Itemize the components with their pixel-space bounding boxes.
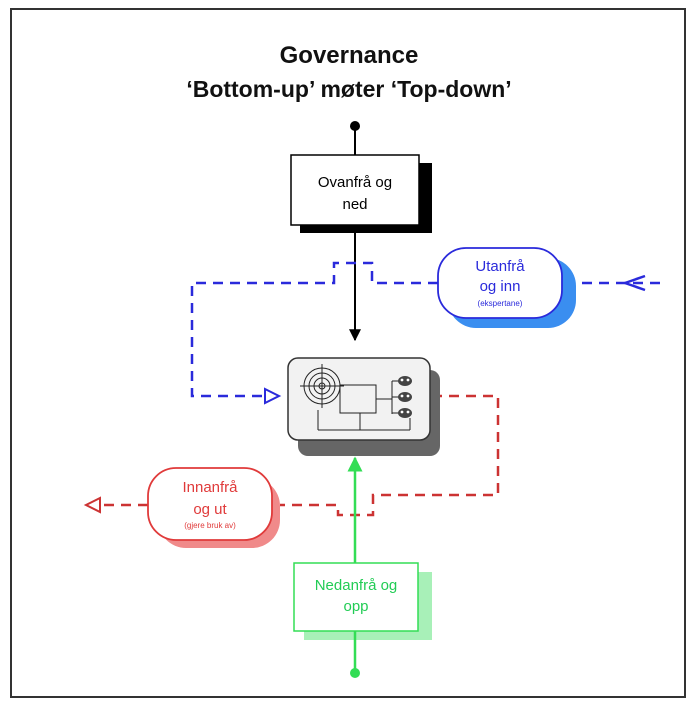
outside-in-label-line2: og inn	[480, 278, 521, 295]
inside-out-label-line2: og ut	[193, 501, 227, 518]
bottom-up-connector	[347, 456, 363, 678]
outside-in-path	[190, 261, 660, 398]
outside-in-entry-arrow	[624, 274, 646, 292]
top-down-node: Ovanfrå og ned	[290, 154, 432, 233]
inside-out-path	[100, 394, 500, 517]
outside-in-note: (ekspertane)	[478, 299, 523, 308]
bottom-up-start-dot	[350, 668, 360, 678]
inside-out-label-line1: Innanfrå	[182, 479, 238, 496]
inside-out-node: Innanfrå og ut (gjere bruk av)	[147, 467, 280, 548]
outside-in-label-line1: Utanfrå	[475, 258, 525, 275]
outside-in-arrows	[264, 274, 646, 405]
diagram-subtitle: ‘Bottom-up’ møter ‘Top-down’	[186, 76, 512, 102]
bottom-up-label-line2: opp	[343, 598, 368, 615]
top-down-connector	[349, 121, 361, 342]
top-down-label-line2: ned	[342, 196, 367, 213]
bottom-up-label-line1: Nedanfrå og	[315, 577, 398, 594]
central-device	[287, 357, 440, 456]
target-icon	[300, 364, 344, 408]
bottom-up-node: Nedanfrå og opp	[293, 562, 432, 640]
people-icons	[398, 376, 412, 418]
top-down-label-line1: Ovanfrå og	[318, 174, 392, 191]
inside-out-note: (gjere bruk av)	[184, 521, 236, 530]
hierarchy-icon	[317, 380, 411, 431]
outside-in-target-arrow	[264, 387, 282, 405]
inside-out-exit-arrow	[83, 496, 101, 514]
outside-in-node: Utanfrå og inn (ekspertane)	[437, 247, 576, 328]
diagram-title: Governance	[279, 42, 419, 69]
